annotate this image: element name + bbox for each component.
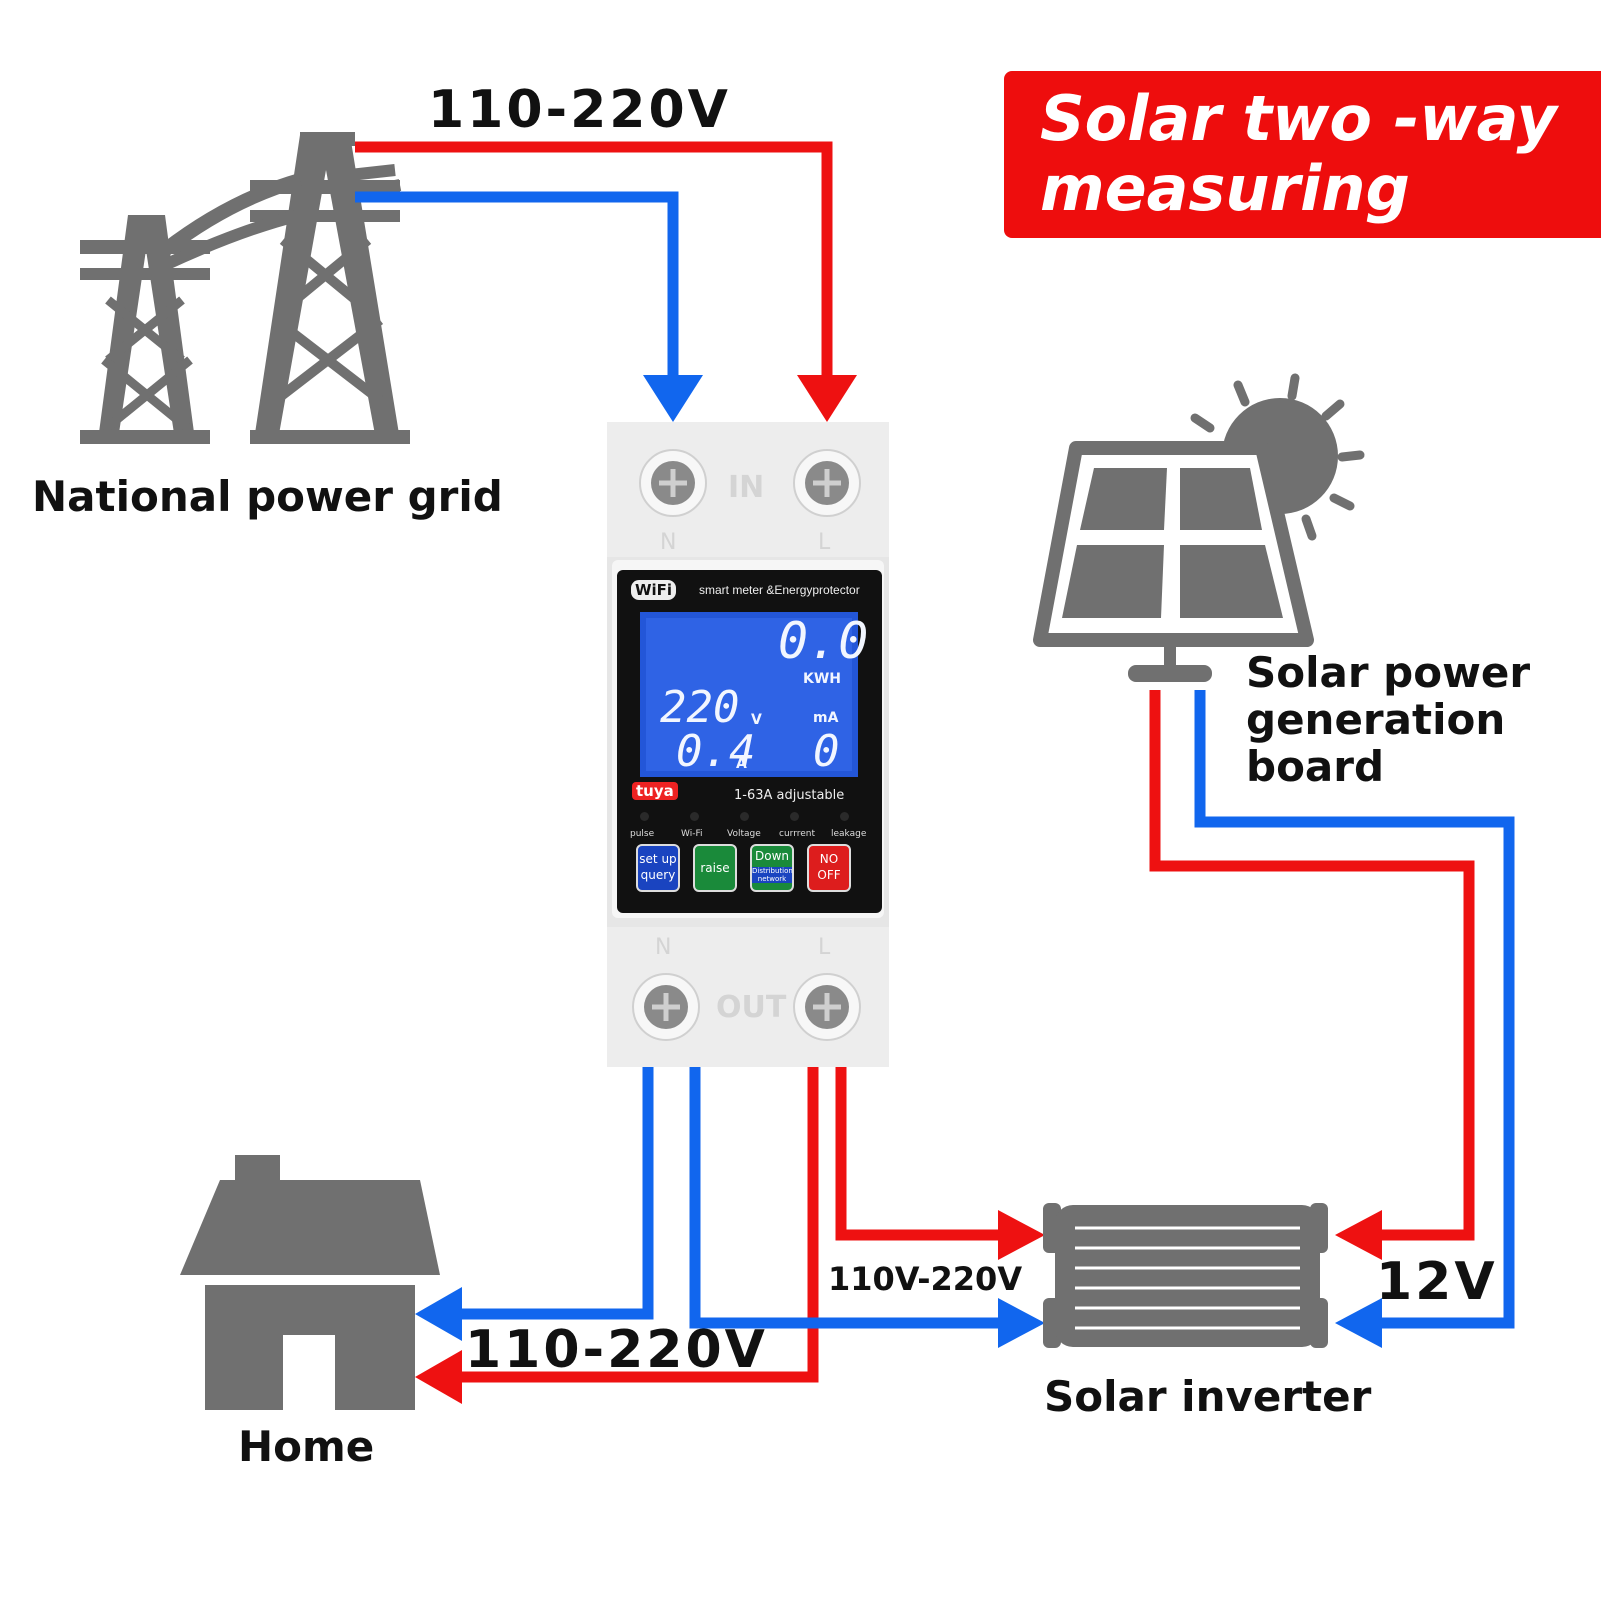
current-led (790, 812, 799, 821)
leakage-led (840, 812, 849, 821)
meter-model-text: smart meter &Energyprotector (699, 583, 860, 597)
grid-wires (355, 141, 833, 375)
voltage-led (740, 812, 749, 821)
off-button[interactable]: NO OFF (807, 844, 851, 892)
meter-out-l-label: L (818, 935, 831, 960)
lcd-voltage-unit: V (751, 712, 762, 728)
indicator-wifi-label: Wi-Fi (681, 829, 703, 839)
lcd-current-value: 0.4 (676, 726, 756, 777)
distribution-network-label: Distribution network (752, 867, 793, 883)
lcd-energy-unit: KWH (803, 671, 842, 687)
meter-in-l-label: L (818, 530, 831, 555)
home-wires (460, 1063, 819, 1383)
wifi-badge: WiFi (631, 580, 677, 600)
wifi-led (690, 812, 699, 821)
raise-label: raise (700, 861, 730, 875)
solar-inverter-label: Solar inverter (1044, 1372, 1372, 1421)
indicator-current-label: currrent (779, 829, 816, 839)
grid-voltage-label: 110-220V (428, 80, 731, 140)
title-banner (1004, 71, 1601, 238)
meter-rating: 1-63A adjustable (734, 788, 845, 803)
transmission-tower-icon (80, 132, 410, 444)
meter-out-label: OUT (716, 990, 787, 1025)
terminal-screw-icon (632, 449, 861, 1041)
lcd-voltage-value: 220 (660, 682, 740, 733)
setup-label: set up (639, 852, 677, 866)
pulse-led (640, 812, 649, 821)
solar-board-label-3: board (1246, 742, 1385, 791)
inverter-dc-live-arrow-icon (1335, 1210, 1382, 1260)
title-line-1: Solar two -way (1040, 82, 1557, 155)
inverter-dc-voltage-label: 12V (1376, 1252, 1498, 1312)
meter-in-label: IN (728, 470, 765, 505)
tuya-logo: tuya (632, 782, 678, 800)
home-label: Home (238, 1422, 375, 1471)
national-grid-label: National power grid (32, 472, 503, 521)
indicator-voltage-label: Voltage (727, 829, 761, 839)
title-line-2: measuring (1040, 152, 1410, 225)
inverter-ac-voltage-label: 110V-220V (828, 1260, 1023, 1298)
home-neutral-arrow-icon (415, 1287, 462, 1341)
inverter-ac-live-arrow-icon (998, 1210, 1045, 1260)
query-label: query (640, 868, 676, 882)
lcd-current-unit: A (736, 756, 747, 772)
down-label: Down (754, 849, 789, 863)
home-icon (180, 1155, 440, 1410)
live-in-arrow-icon (797, 375, 857, 422)
indicator-leakage-label: leakage (831, 829, 867, 839)
raise-button[interactable]: raise (693, 844, 737, 892)
solar-board-label-2: generation (1246, 695, 1506, 744)
off-label: OFF (817, 868, 841, 882)
lcd-energy-value: 0.0 (778, 612, 869, 670)
lcd-leakage-unit: mA (813, 710, 839, 726)
setup-query-button[interactable]: set up query (636, 844, 680, 892)
solar-dc-wires (1149, 690, 1515, 1329)
home-voltage-label: 110-220V (465, 1320, 768, 1380)
smart-meter (607, 422, 889, 1067)
down-button[interactable]: Down Distribution network (750, 844, 794, 892)
inverter-ac-wires (689, 1063, 1000, 1329)
meter-out-n-label: N (655, 935, 672, 960)
indicator-pulse-label: pulse (630, 829, 655, 839)
lcd-leakage-value: 0 (813, 726, 840, 777)
meter-in-n-label: N (660, 530, 677, 555)
solar-panel-icon (1033, 373, 1365, 682)
inverter-ac-neutral-arrow-icon (998, 1298, 1045, 1348)
solar-inverter-icon (1043, 1203, 1328, 1348)
solar-board-label-1: Solar power (1246, 648, 1531, 697)
home-live-arrow-icon (415, 1350, 462, 1404)
neutral-in-arrow-icon (643, 375, 703, 422)
title: Solar two -way measuring (1040, 84, 1557, 224)
no-label: NO (819, 852, 839, 866)
inverter-dc-neutral-arrow-icon (1335, 1298, 1382, 1348)
